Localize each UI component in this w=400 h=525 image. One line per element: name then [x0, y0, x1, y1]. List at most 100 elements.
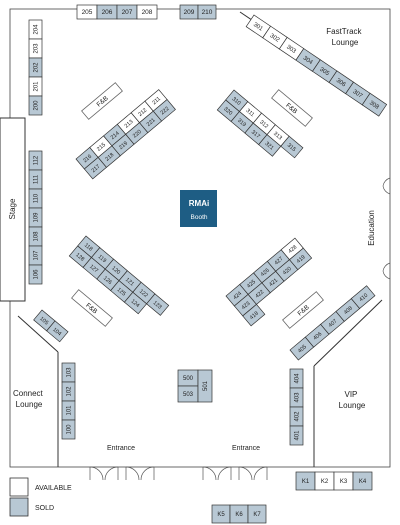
booth-label-410: 410	[358, 293, 369, 304]
booth-410[interactable]	[350, 285, 376, 310]
booth-label-421: 421	[268, 278, 279, 289]
entrance-doors	[89, 466, 268, 481]
booth-label-109: 109	[34, 212, 40, 223]
booth-210[interactable]	[197, 4, 217, 20]
booth-label-213: 213	[124, 119, 135, 130]
booth-label-419: 419	[296, 254, 307, 265]
booth-label-106: 106	[34, 269, 40, 280]
booth-100[interactable]	[61, 419, 76, 440]
fasttrack-label-line1: FastTrack	[326, 27, 362, 36]
booth-K4[interactable]	[352, 471, 373, 491]
vip-divider-diagonal	[313, 299, 383, 367]
booth-501[interactable]	[197, 369, 213, 403]
booth-419[interactable]	[289, 247, 313, 271]
booth-308[interactable]	[361, 92, 388, 117]
booth-label-104: 104	[51, 327, 62, 338]
booth-401[interactable]	[289, 425, 304, 446]
booth-label-315: 315	[286, 143, 297, 154]
booth-label-209: 209	[184, 9, 195, 16]
booth-label-406: 406	[312, 331, 323, 342]
booth-label-418: 418	[249, 311, 260, 322]
booth-label-202: 202	[34, 62, 40, 73]
booth-label-426: 426	[260, 268, 271, 279]
booth-label-119: 119	[97, 254, 108, 264]
booth-label-407: 407	[328, 318, 339, 329]
booth-106[interactable]	[28, 264, 43, 285]
booth-label-220: 220	[132, 129, 143, 140]
fnb-ne: F&B	[271, 89, 313, 127]
education-doors	[382, 177, 391, 280]
booth-label-126: 126	[102, 275, 113, 286]
booth-315[interactable]	[280, 135, 304, 159]
stage-label: Stage	[8, 198, 17, 219]
booth-label-210: 210	[202, 9, 213, 16]
booth-label-307: 307	[351, 89, 363, 100]
rmai-booth-label: Booth	[191, 214, 208, 221]
booth-label-500: 500	[183, 376, 194, 382]
booth-label-108: 108	[34, 231, 40, 242]
vip-label-line2: Lounge	[339, 401, 366, 410]
connect-label-line2: Lounge	[16, 400, 43, 409]
booth-200[interactable]	[28, 95, 43, 116]
booth-label-503: 503	[183, 392, 194, 398]
booth-label-214: 214	[110, 131, 121, 142]
booth-label-403: 403	[295, 392, 301, 403]
vip-label: VIP Lounge	[339, 390, 366, 410]
booth-124[interactable]	[123, 291, 148, 315]
booth-label-218: 218	[104, 152, 115, 163]
booth-104[interactable]	[46, 320, 69, 343]
booth-label-306: 306	[335, 78, 347, 89]
booth-label-206: 206	[102, 9, 113, 16]
booth-418[interactable]	[242, 303, 266, 327]
booth-label-203: 203	[34, 43, 40, 54]
booth-321[interactable]	[258, 134, 282, 157]
booth-label-420: 420	[282, 266, 293, 277]
booth-label-408: 408	[343, 305, 354, 316]
booth-label-501: 501	[203, 380, 209, 391]
booth-label-304: 304	[302, 55, 314, 66]
booths-east-row: 405 406 407 408 410	[289, 285, 376, 361]
booth-label-112: 112	[34, 155, 40, 165]
booth-label-305: 305	[318, 67, 330, 78]
booth-label-321: 321	[264, 141, 275, 152]
connect-label: Connect Lounge	[13, 389, 45, 409]
booth-label-K1: K1	[302, 479, 310, 485]
booth-123[interactable]	[146, 293, 170, 316]
booth-222[interactable]	[152, 99, 176, 122]
booth-label-424: 424	[232, 291, 243, 302]
booth-label-118: 118	[83, 242, 94, 252]
booth-label-121: 121	[124, 277, 135, 288]
booth-label-428: 428	[287, 244, 298, 255]
connect-divider-top	[17, 315, 59, 353]
rmai-booth[interactable]: RMAi Booth	[180, 190, 217, 227]
fnb-nw: F&B	[81, 82, 123, 120]
booth-label-222: 222	[160, 106, 171, 117]
booth-K7[interactable]	[247, 504, 267, 524]
booth-label-215: 215	[96, 142, 107, 153]
booth-label-405: 405	[297, 344, 308, 355]
booth-label-404: 404	[295, 373, 301, 384]
booth-label-K6: K6	[235, 512, 243, 518]
booth-label-200: 200	[34, 100, 40, 111]
booth-208[interactable]	[136, 4, 158, 20]
booth-label-K2: K2	[321, 479, 329, 485]
stage-area	[0, 117, 26, 302]
booth-label-319: 319	[236, 118, 247, 129]
booth-label-201: 201	[34, 81, 40, 92]
booth-label-303: 303	[285, 44, 297, 55]
booth-label-401: 401	[295, 430, 301, 441]
booth-label-205: 205	[82, 9, 93, 16]
booth-label-103: 103	[67, 367, 73, 378]
booth-label-125: 125	[116, 287, 127, 298]
entrance-label-left: Entrance	[107, 445, 135, 452]
booth-label-425: 425	[246, 279, 257, 290]
